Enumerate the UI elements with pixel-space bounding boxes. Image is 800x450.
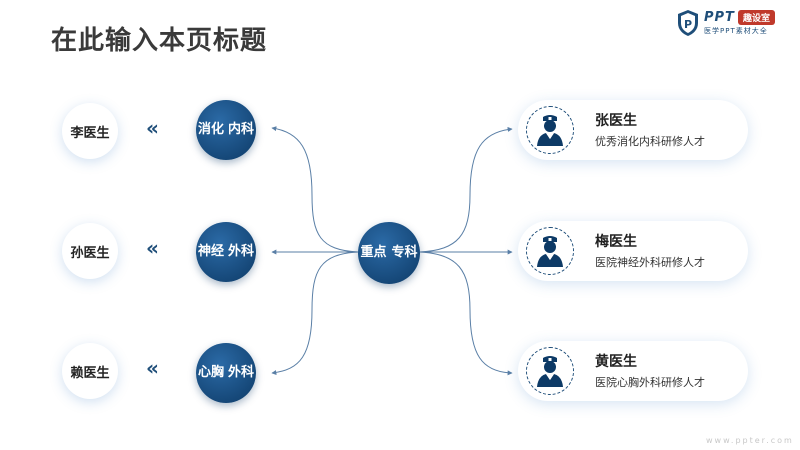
- page-title: 在此输入本页标题: [51, 26, 268, 56]
- node-label-line2: 专科: [391, 245, 418, 260]
- department-node-1: 消化 内科: [196, 100, 256, 160]
- logo-brand: PPT: [704, 10, 735, 25]
- shield-icon: P: [678, 10, 698, 36]
- doctor-description: 医院心胸外科研修人才: [595, 376, 705, 389]
- doctor-icon: [537, 115, 563, 146]
- website-watermark: www.ppter.com: [706, 436, 794, 445]
- left-doctor-3: 赖医生: [62, 343, 118, 399]
- center-node: 重点 专科: [358, 222, 420, 284]
- doctor-avatar-icon: [526, 227, 574, 275]
- doctor-card-3: 黄医生 医院心胸外科研修人才: [518, 341, 748, 401]
- center-label: 重点: [360, 245, 387, 260]
- doctor-icon: [537, 236, 563, 267]
- svg-text:P: P: [684, 18, 692, 31]
- doctor-card-2: 梅医生 医院神经外科研修人才: [518, 221, 748, 281]
- doctor-name: 黄医生: [595, 354, 637, 370]
- doctor-description: 医院神经外科研修人才: [595, 256, 705, 269]
- node-label-line2: 外科: [227, 244, 254, 259]
- doctor-card-1: 张医生 优秀消化内科研修人才: [518, 100, 748, 160]
- logo-badge: 趣设室: [738, 10, 776, 25]
- doctor-icon: [537, 356, 563, 387]
- department-label: 心胸: [197, 365, 224, 380]
- doctor-name: 梅医生: [595, 234, 637, 250]
- doctor-avatar-icon: [526, 106, 574, 154]
- chevron-left-icon: «: [146, 116, 159, 140]
- doctor-description: 优秀消化内科研修人才: [595, 135, 705, 148]
- chevron-left-icon: «: [146, 356, 159, 380]
- department-label: 消化: [197, 122, 224, 137]
- doctor-name: 张医生: [595, 113, 637, 129]
- logo-subtitle: 医学PPT素材大全: [704, 27, 768, 35]
- department-node-2: 神经 外科: [196, 222, 256, 282]
- department-node-3: 心胸 外科: [196, 343, 256, 403]
- left-doctor-1: 李医生: [62, 103, 118, 159]
- chevron-left-icon: «: [146, 236, 159, 260]
- doctor-avatar-icon: [526, 347, 574, 395]
- brand-logo: P PPT 趣设室 医学PPT素材大全: [676, 8, 792, 38]
- node-label-line2: 外科: [227, 365, 254, 380]
- department-label: 神经: [197, 244, 224, 259]
- left-doctor-2: 孙医生: [62, 223, 118, 279]
- node-label-line2: 内科: [227, 122, 254, 137]
